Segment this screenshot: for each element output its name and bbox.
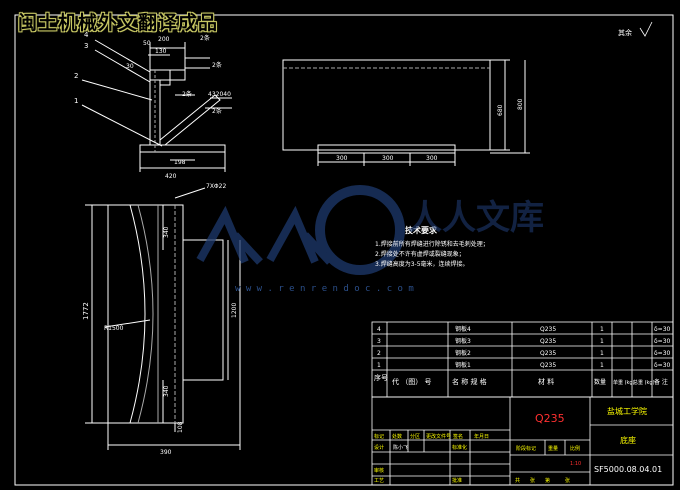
bom-cell-mat: Q235 bbox=[540, 350, 556, 357]
title-material: Q235 bbox=[535, 412, 565, 425]
dim-30: 30 bbox=[126, 63, 134, 70]
bom-header-no: 序号 bbox=[374, 373, 388, 382]
bom-cell-no: 1 bbox=[377, 362, 381, 369]
watermark-url: w w w . r e n r e n d o c . c o m bbox=[235, 284, 414, 294]
bom-cell-qty: 1 bbox=[600, 326, 604, 333]
tb-label-design: 设计 bbox=[374, 444, 384, 451]
tb-label-stage: 阶段标记 bbox=[516, 445, 536, 452]
dim-800: 800 bbox=[517, 98, 524, 110]
bom-header-qty: 数量 bbox=[594, 378, 606, 386]
hole-note: 7XΦ22 bbox=[206, 183, 226, 190]
part-label-3: 3 bbox=[84, 42, 88, 50]
bom-header-remark: 备 注 bbox=[654, 378, 668, 386]
tb-label-zone: 分区 bbox=[410, 433, 420, 440]
renrendoc-watermark bbox=[196, 185, 405, 275]
dim-432040: 432040 bbox=[208, 91, 231, 98]
dim-1772: 1772 bbox=[82, 302, 90, 320]
title-part-name: 底座 bbox=[620, 435, 636, 445]
front-view bbox=[282, 59, 530, 166]
watermark-brand: 人人文库 bbox=[408, 198, 544, 238]
bom-cell-mat: Q235 bbox=[540, 362, 556, 369]
tb-label-scale: 比例 bbox=[570, 445, 580, 452]
tech-item-1: 1.焊接前所有焊缝进行除锈和去毛刺处理； bbox=[375, 240, 489, 248]
bom-header-name: 名 称 规 格 bbox=[452, 377, 487, 386]
dim-340-top: 340 bbox=[163, 226, 170, 238]
tb-label-weight: 重量 bbox=[548, 445, 558, 452]
tb-label-standard: 标准化 bbox=[452, 444, 467, 451]
weld-note-4: 2条 bbox=[212, 107, 222, 115]
tb-label-no: 第 bbox=[545, 477, 550, 484]
bom-cell-no: 3 bbox=[377, 338, 381, 345]
dim-1200: 1200 bbox=[231, 303, 238, 318]
bom-cell-note: δ=30 bbox=[654, 326, 671, 333]
bom-cell-no: 4 bbox=[377, 326, 381, 333]
bom-cell-no: 2 bbox=[377, 350, 381, 357]
roughness-note: 其余 bbox=[618, 28, 632, 37]
bom-cell-name: 钢板2 bbox=[455, 349, 471, 357]
title-school: 盐城工学院 bbox=[607, 406, 647, 416]
dim-390: 390 bbox=[160, 449, 172, 456]
bom-header-material: 材 料 bbox=[538, 377, 554, 386]
tech-item-2: 2.焊接处不许有虚焊或裂缝现象； bbox=[375, 250, 465, 258]
tb-label-sheets: 张 bbox=[530, 477, 535, 484]
tb-label-change-doc: 更改文件号 bbox=[426, 433, 451, 440]
title-drawing-no: SF5000.08.04.01 bbox=[594, 465, 662, 474]
tb-label-mark: 标记 bbox=[374, 433, 384, 440]
bom-cell-qty: 1 bbox=[600, 338, 604, 345]
plan-view bbox=[85, 187, 241, 450]
dim-420: 420 bbox=[165, 173, 177, 180]
part-label-4: 4 bbox=[84, 31, 89, 39]
part-label-1: 1 bbox=[74, 97, 78, 105]
dim-r1500: R1500 bbox=[104, 325, 124, 332]
dim-300-b: 300 bbox=[382, 155, 394, 162]
bom-cell-mat: Q235 bbox=[540, 338, 556, 345]
dim-108: 108 bbox=[177, 421, 184, 433]
drawing-frame bbox=[14, 14, 674, 486]
bom-cell-name: 钢板1 bbox=[455, 361, 471, 369]
bom-cell-note: δ=30 bbox=[654, 362, 671, 369]
roughness-symbol-icon bbox=[639, 21, 653, 37]
side-view bbox=[81, 39, 232, 172]
watermark-title: 闽土机械外文翻译成品 bbox=[18, 12, 219, 34]
bom-cell-mat: Q235 bbox=[540, 326, 556, 333]
tb-label-review: 审核 bbox=[374, 467, 384, 474]
tb-designer: 陈小飞 bbox=[393, 444, 408, 451]
bom-cell-qty: 1 bbox=[600, 350, 604, 357]
bom-header-unit-weight: 单重 (kg) bbox=[613, 379, 635, 386]
tech-title: 技术要求 bbox=[405, 225, 438, 235]
dim-198: 198 bbox=[174, 159, 186, 166]
weld-note-2: 2条 bbox=[212, 61, 222, 69]
tb-label-process: 工艺 bbox=[374, 478, 384, 484]
part-label-2: 2 bbox=[74, 72, 78, 80]
bom-header-code: 代 （图） 号 bbox=[392, 377, 431, 386]
bom-cell-name: 钢板4 bbox=[455, 325, 471, 333]
dim-680: 680 bbox=[497, 104, 504, 116]
dim-300-c: 300 bbox=[426, 155, 438, 162]
bom-cell-note: δ=30 bbox=[654, 338, 671, 345]
title-block bbox=[371, 396, 674, 486]
tb-label-date: 年月日 bbox=[474, 433, 489, 440]
dim-130: 130 bbox=[155, 48, 167, 55]
dim-340-bottom: 340 bbox=[163, 385, 170, 397]
dim-200: 200 bbox=[158, 36, 170, 43]
tb-label-approve: 批准 bbox=[452, 477, 462, 484]
tech-item-3: 3.焊缝高度为3-5毫米，连续焊接。 bbox=[375, 260, 469, 268]
tb-label-sheet: 张 bbox=[565, 477, 570, 484]
dim-300-a: 300 bbox=[336, 155, 348, 162]
weld-note-1: 2条 bbox=[200, 34, 210, 42]
bom-cell-note: δ=30 bbox=[654, 350, 671, 357]
bom-header-total-weight: 总重 (kg) bbox=[633, 379, 655, 386]
weld-note-3: 2条 bbox=[182, 90, 192, 98]
bom-cell-qty: 1 bbox=[600, 362, 604, 369]
tb-label-total: 共 bbox=[515, 477, 520, 484]
dim-50: 50 bbox=[143, 40, 151, 47]
tb-label-sign: 签名 bbox=[453, 433, 463, 440]
tb-label-count: 处数 bbox=[392, 433, 402, 440]
bom-cell-name: 钢板3 bbox=[455, 337, 471, 345]
tb-scale-value: 1:10 bbox=[570, 461, 581, 467]
